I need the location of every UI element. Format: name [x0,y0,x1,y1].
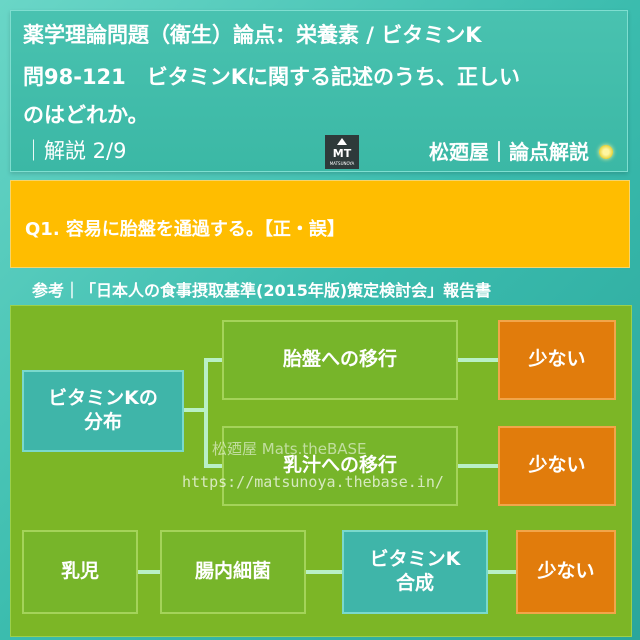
connector-placenta [204,358,222,362]
node-infant: 乳児 [22,530,138,614]
question-box: Q1. 容易に胎盤を通過する。【正・誤】 [10,180,630,268]
node-vitamin-k-distribution: ビタミンKの 分布 [22,370,184,452]
header-panel: 薬学理論問題（衛生）論点：栄養素 / ビタミンK 問98-121 ビタミンKに関… [10,10,628,172]
node-milk-transfer: 乳汁への移行 [222,426,458,506]
node-placenta-result: 少ない [498,320,616,400]
reference-note: 参考｜「日本人の食事摂取基準(2015年版)策定検討会」報告書 [32,281,492,300]
node-milk-result: 少ない [498,426,616,506]
bulb-icon [599,145,613,159]
page-indicator: ｜解説 2/9 [23,139,127,163]
connector-bacteria-synthesis [306,570,342,574]
brand-name: 松廼屋｜論点解説 [429,140,589,164]
question-text: Q1. 容易に胎盤を通過する。【正・誤】 [25,219,345,240]
connector-milk-result [458,464,498,468]
logo-subtext: MATSUNOYA [330,161,355,166]
connector-branch [204,358,208,466]
watermark-url: https://matsunoya.thebase.in/ [182,473,444,491]
connector-infant-bacteria [138,570,160,574]
title-line-2: 問98-121 ビタミンKに関する記述のうち、正しい [23,65,521,89]
node-placenta-transfer: 胎盤への移行 [222,320,458,400]
logo-text: MT [333,147,352,160]
connector-synthesis-result [488,570,516,574]
node-vitamin-k-synthesis: ビタミンK 合成 [342,530,488,614]
connector-placenta-result [458,358,498,362]
node-synthesis-result: 少ない [516,530,616,614]
title-line-3: のはどれか。 [23,103,149,127]
connector-distribution [184,408,206,412]
connector-milk [204,464,222,468]
node-intestinal-bacteria: 腸内細菌 [160,530,306,614]
title-line-1: 薬学理論問題（衛生）論点：栄養素 / ビタミンK [23,23,482,47]
brand-logo-icon: MT MATSUNOYA [325,135,359,169]
watermark-name: 松廼屋 Mats.theBASE [212,440,367,458]
